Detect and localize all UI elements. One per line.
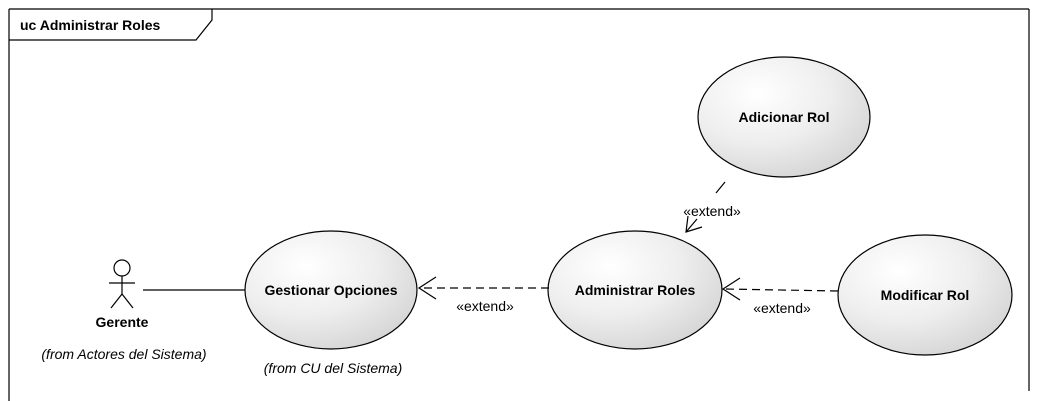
actor-leg-right xyxy=(121,293,134,309)
actor-origin: (from Actores del Sistema) xyxy=(41,346,206,362)
diagram-frame: uc Administrar Roles xyxy=(8,8,1030,401)
usecase-modificar-rol[interactable]: Modificar Rol xyxy=(837,234,1013,356)
actor-name: Gerente xyxy=(96,314,149,330)
extend-line xyxy=(723,288,839,292)
extend-label: «extend» xyxy=(753,300,811,316)
frame-title: uc Administrar Roles xyxy=(20,17,161,33)
usecase-adicionar-rol[interactable]: Adicionar Rol xyxy=(697,56,871,178)
extend-administrar-to-gestionar: «extend» xyxy=(417,276,549,314)
frame-title-tab xyxy=(9,9,213,41)
extend-label: «extend» xyxy=(683,203,741,219)
extend-label: «extend» xyxy=(456,298,514,314)
usecase-origin: (from CU del Sistema) xyxy=(264,360,402,376)
usecase-ellipse xyxy=(837,234,1013,356)
usecase-gestionar-opciones[interactable]: Gestionar Opciones xyxy=(244,230,418,350)
usecase-label: Adicionar Rol xyxy=(738,109,829,125)
extend-line xyxy=(715,181,726,194)
usecase-ellipse xyxy=(697,56,871,178)
extend-arrowhead xyxy=(685,215,703,233)
extend-line xyxy=(685,218,698,233)
extend-arrowhead xyxy=(417,276,437,300)
actor-gerente[interactable]: Gerente (from Actores del Sistema) xyxy=(41,259,207,362)
extend-modificar-to-administrar: «extend» xyxy=(721,277,839,316)
extend-arrowhead xyxy=(721,277,741,301)
usecase-ellipse xyxy=(244,230,418,350)
usecase-label: Modificar Rol xyxy=(881,287,970,303)
extend-adicionar-to-administrar: «extend» xyxy=(683,181,741,233)
actor-head xyxy=(113,259,131,277)
actor-leg-left xyxy=(110,293,123,309)
usecase-label: Gestionar Opciones xyxy=(264,282,397,298)
usecase-ellipse xyxy=(547,230,723,350)
usecase-label: Administrar Roles xyxy=(575,282,696,298)
usecase-administrar-roles[interactable]: Administrar Roles xyxy=(547,230,723,350)
